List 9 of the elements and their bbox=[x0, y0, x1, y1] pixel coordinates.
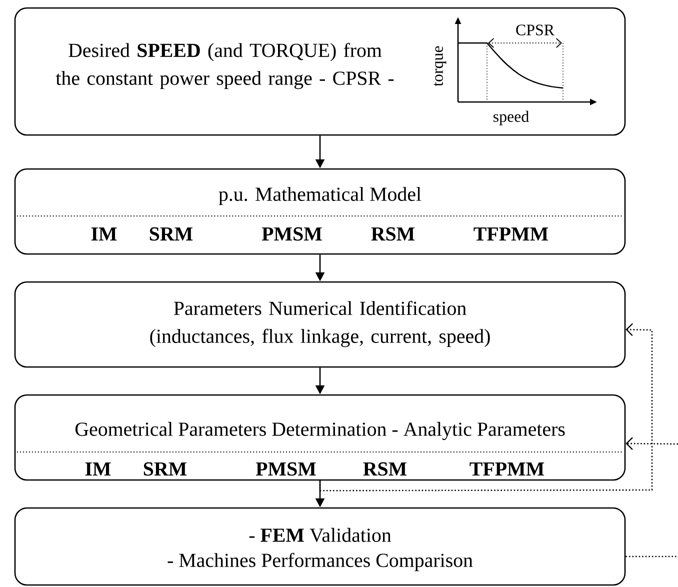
process-box: Geometrical Parameters Determination - Analytic Parameters IM SRM PMSM RSM TFPMM bbox=[14, 394, 626, 481]
process-box: p.u. Mathematical Model IM SRM PMSM RSM TFPMM bbox=[14, 168, 626, 255]
axis-label: torque bbox=[434, 46, 446, 86]
process-box: Parameters Numerical Identification (inductances, flux linkage, current, speed) bbox=[14, 281, 626, 368]
range-label: CPSR bbox=[516, 24, 554, 36]
process-box: - FEM Validation - Machines Performances Comparison bbox=[14, 507, 626, 586]
arrow bbox=[626, 437, 678, 450]
axis-label: speed bbox=[494, 110, 529, 126]
arrow bbox=[319, 323, 653, 492]
